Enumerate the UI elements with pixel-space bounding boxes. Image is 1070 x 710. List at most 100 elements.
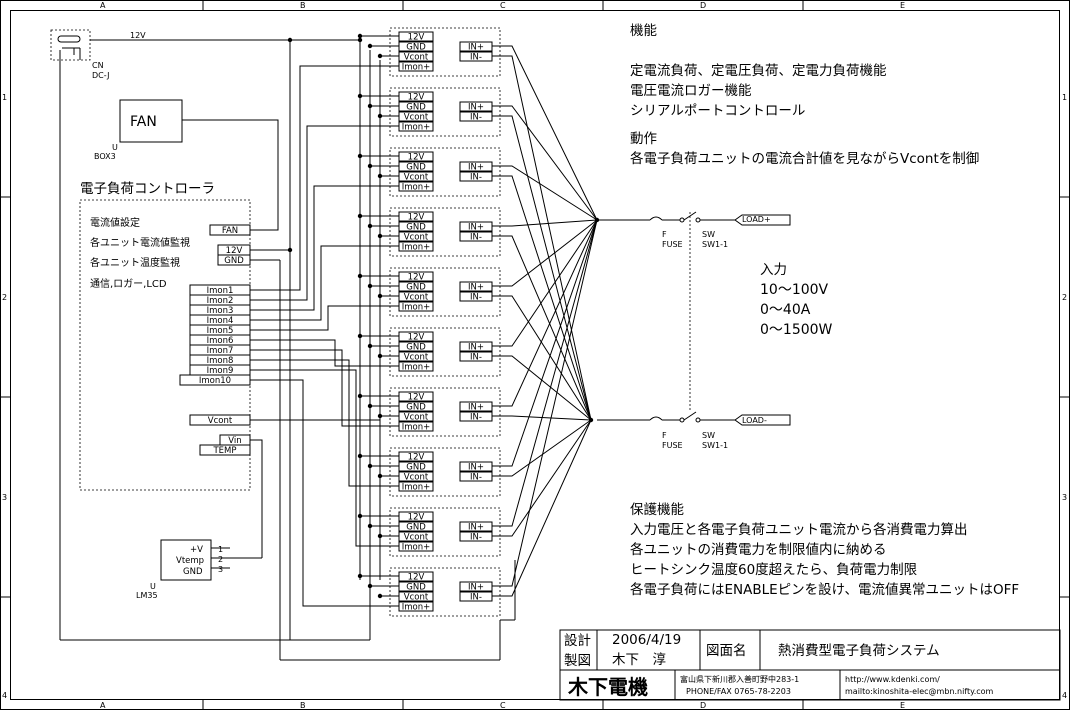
switch-ref: SW — [702, 431, 715, 440]
unit-outline — [389, 507, 501, 557]
unit-outline — [389, 207, 501, 257]
unit-pin-tag — [398, 541, 434, 552]
unit-pin-tag — [398, 231, 434, 242]
controller-function: 各ユニット電流値監視 — [90, 236, 190, 249]
unit-pin-tag — [398, 241, 434, 252]
controller-function: 電流値設定 — [90, 216, 140, 229]
unit-pin-label: Vcont — [404, 593, 429, 603]
unit-pin-label: GND — [406, 283, 426, 293]
unit-pin-label: IN- — [470, 533, 482, 543]
pin-imon: Imon1 — [207, 286, 234, 296]
unit-pin-label: IN- — [470, 413, 482, 423]
row-label: 2 — [1062, 293, 1067, 302]
fuse-symbol — [649, 416, 663, 421]
unit-pin-label: IN- — [470, 473, 482, 483]
pin-temp-tag — [199, 444, 251, 456]
junction-dot — [357, 213, 363, 219]
junction-dot — [357, 453, 363, 459]
wire — [492, 355, 592, 421]
junction-dot — [287, 247, 293, 253]
load-terminal — [734, 214, 791, 226]
unit-pin-tag — [398, 271, 434, 282]
pin-12v: 12V — [226, 246, 243, 256]
junction-dot — [367, 283, 373, 289]
unit-pin-label: IN+ — [468, 523, 484, 533]
unit-pin-tag — [398, 521, 434, 532]
unit-pin-label: IN- — [470, 353, 482, 363]
junction-dot — [377, 293, 383, 299]
unit-pin-label: 12V — [408, 453, 425, 463]
unit-outline — [389, 327, 501, 377]
unit-pin-label: Vcont — [404, 533, 429, 543]
junction-dot — [367, 403, 373, 409]
sensor-ref: U — [150, 582, 156, 591]
unit-pin-label: Imon+ — [402, 183, 431, 193]
unit-pin-tag — [398, 291, 434, 302]
junction-dot — [357, 273, 363, 279]
unit-pin-label: IN- — [470, 173, 482, 183]
junction-dot — [357, 393, 363, 399]
unit-pin-tag — [398, 31, 434, 42]
unit-pin-label: 12V — [408, 573, 425, 583]
unit-pin-label: Imon+ — [402, 543, 431, 553]
col-label: C — [500, 701, 506, 710]
row-label: 3 — [2, 493, 7, 502]
unit-pin-label: GND — [406, 43, 426, 53]
pin-gnd: GND — [224, 256, 244, 266]
unit-pin-label: IN+ — [468, 163, 484, 173]
unit-pin-label: IN+ — [468, 283, 484, 293]
fan-label: FAN — [130, 114, 157, 130]
protection-line: 各電子負荷にはENABLEピンを設け、電流値異常ユニットはOFF — [630, 582, 1019, 598]
unit-pin-tag — [398, 421, 434, 432]
col-label: B — [300, 1, 306, 10]
unit-pin-label: IN- — [470, 53, 482, 63]
switch-value: SW1-1 — [702, 240, 728, 249]
unit-pin-tag — [398, 581, 434, 592]
unit-pin-tag — [398, 301, 434, 312]
junction-dot — [367, 463, 373, 469]
wire — [492, 415, 592, 421]
date: 2006/4/19 — [612, 632, 681, 648]
unit-pin-label: IN- — [470, 233, 482, 243]
junction-dot — [377, 533, 383, 539]
load-units: 12VGNDVcontImon+IN+IN-12VGNDVcontImon+IN… — [389, 27, 598, 617]
unit-pin-label: IN+ — [468, 43, 484, 53]
protection-line: 入力電圧と各電子負荷ユニット電流から各消費電力算出 — [630, 522, 968, 538]
address: 富山県下新川郡入善町野中283-1 — [680, 674, 799, 684]
wire — [250, 305, 399, 331]
junction-dot — [357, 33, 363, 39]
junction-dot — [377, 173, 383, 179]
unit-outline — [389, 447, 501, 497]
wire — [250, 369, 399, 547]
designer: 木下 淳 — [612, 651, 666, 668]
col-label: D — [700, 701, 706, 710]
junction-dot — [594, 217, 600, 223]
unit-pin-label: Imon+ — [402, 423, 431, 433]
unit-pin-label: GND — [406, 103, 426, 113]
load-terminal — [734, 414, 791, 426]
protection-line: 各ユニットの消費電力を制限値内に納める — [630, 542, 887, 558]
unit-pin-tag — [398, 411, 434, 422]
sensor-pin-number: 2 — [218, 555, 223, 564]
input-line: 0～40A — [760, 302, 811, 318]
mail: mailto:kinoshita-elec@mbn.nifty.com — [845, 687, 994, 696]
pin-imon: Imon5 — [207, 326, 234, 336]
unit-pin-label: 12V — [408, 93, 425, 103]
unit-outline — [389, 147, 501, 197]
unit-pin-label: 12V — [408, 333, 425, 343]
sensor-pin: GND — [183, 567, 203, 577]
function-line: シリアルポートコントロール — [630, 103, 805, 119]
sensor-pin: +V — [190, 545, 203, 555]
unit-pin-label: IN+ — [468, 583, 484, 593]
switch-value: SW1-1 — [702, 441, 728, 450]
junction-dot — [377, 233, 383, 239]
col-label: A — [100, 701, 106, 710]
drawing-name: 熱消費型電子負荷システム — [778, 643, 940, 659]
junction-dot — [357, 573, 363, 579]
wire — [250, 125, 399, 301]
pin-imon: Imon10 — [199, 376, 231, 386]
wire — [492, 419, 592, 537]
notes: 機能 定電流負荷、定電圧負荷、定電力負荷機能 電圧電流ロガー機能 シリアルポート… — [630, 23, 1019, 598]
